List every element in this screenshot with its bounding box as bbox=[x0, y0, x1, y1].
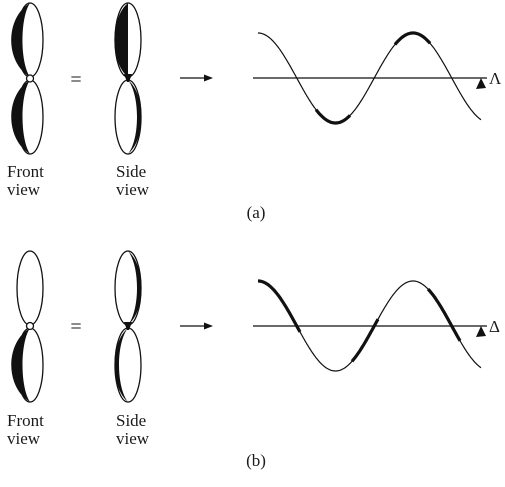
side-view-label-b-line2: view bbox=[116, 429, 150, 448]
side-view-label-a-line2: view bbox=[116, 180, 150, 199]
equals-sign-b: = bbox=[70, 316, 81, 338]
wave-a: Λ bbox=[253, 33, 502, 123]
side-view-orbital-a bbox=[115, 3, 142, 154]
side-view-orbital-b bbox=[115, 251, 142, 402]
caption-b: (b) bbox=[246, 451, 266, 470]
equals-sign-a: = bbox=[70, 69, 81, 91]
wave-thick-b bbox=[258, 281, 460, 361]
arrow-a bbox=[180, 75, 213, 82]
front-view-label-a-line2: view bbox=[7, 180, 41, 199]
axis-label-a: Λ bbox=[489, 69, 502, 88]
front-view-label-a-line1: Front bbox=[7, 162, 44, 181]
front-view-label-b-line2: view bbox=[7, 429, 41, 448]
panel-a: = Λ Front view Side view (a) bbox=[7, 3, 502, 222]
side-view-label-a-line1: Side bbox=[116, 162, 146, 181]
wave-arrowhead-b bbox=[476, 326, 486, 337]
arrow-b bbox=[180, 323, 213, 330]
axis-label-b: Δ bbox=[489, 317, 500, 336]
panel-b: = Δ Front view Side view (b) bbox=[7, 251, 500, 470]
front-view-orbital-b bbox=[11, 251, 43, 402]
front-view-label-b-line1: Front bbox=[7, 411, 44, 430]
wave-b: Δ bbox=[253, 281, 500, 371]
side-view-label-b-line1: Side bbox=[116, 411, 146, 430]
front-view-orbital-a bbox=[11, 3, 43, 154]
wave-arrowhead-a bbox=[476, 78, 486, 89]
caption-a: (a) bbox=[247, 203, 266, 222]
